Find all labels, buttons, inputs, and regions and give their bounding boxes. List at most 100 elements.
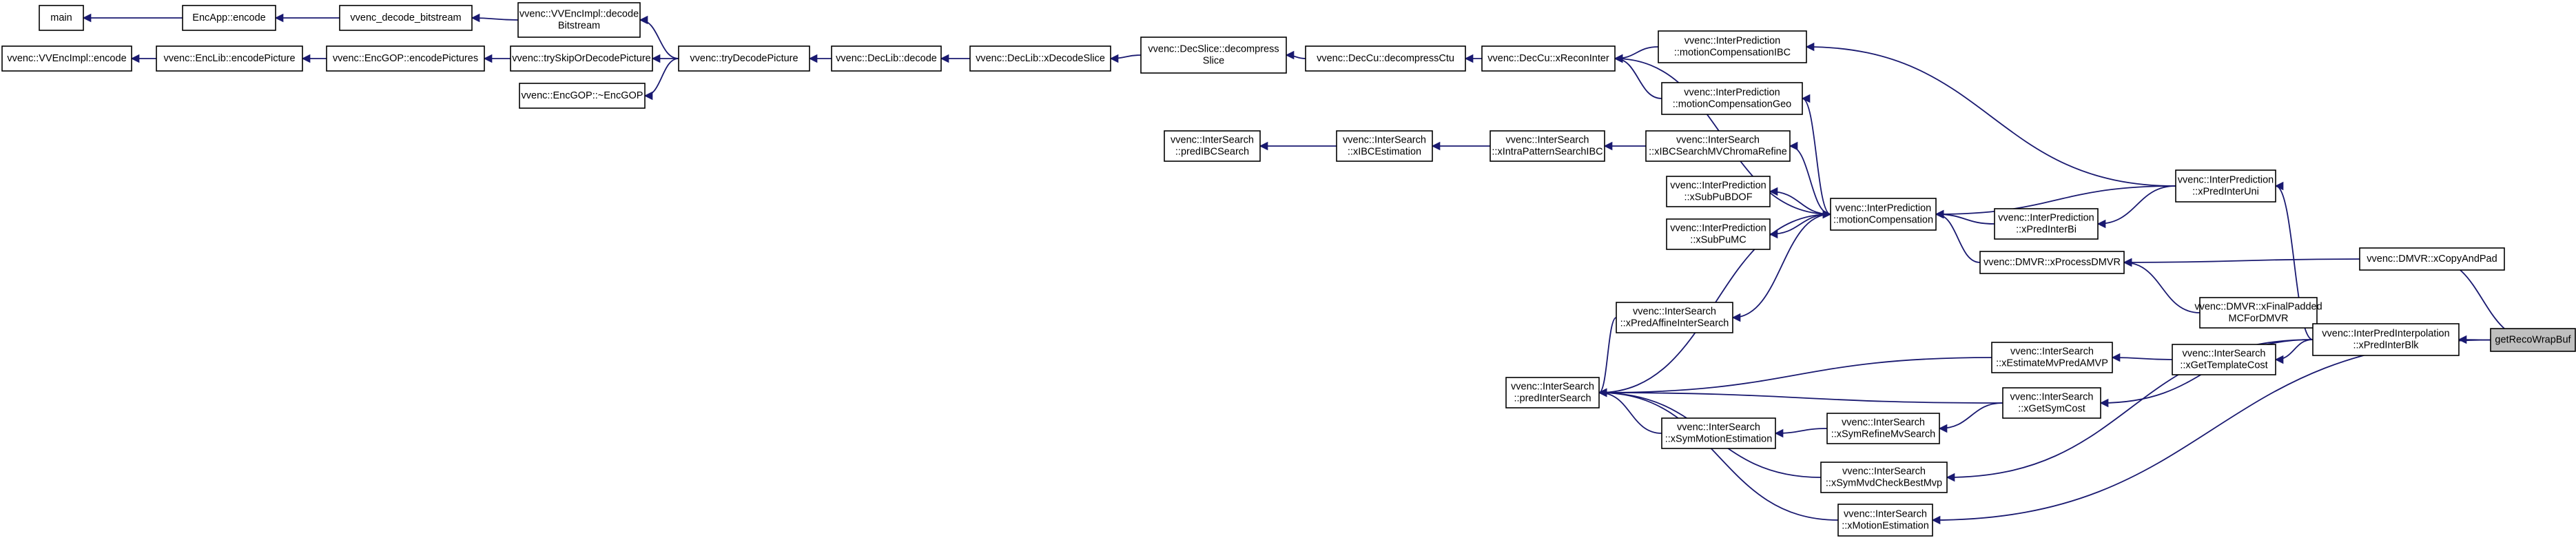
node-getrecowrapbuf[interactable]: getRecoWrapBuf [2490, 328, 2576, 352]
node-label: vvenc::InterPrediction [1835, 203, 1931, 214]
node-encgop_encodepictures[interactable]: vvenc::EncGOP::encodePictures [326, 45, 485, 72]
node-ip_xpredinteruni[interactable]: vvenc::InterPrediction::xPredInterUni [2175, 169, 2276, 203]
node-is_predibcsearch[interactable]: vvenc::InterSearch::predIBCSearch [1164, 130, 1261, 162]
node-is_xmotionestimation[interactable]: vvenc::InterSearch::xMotionEstimation [1837, 504, 1933, 537]
node-box [1837, 504, 1933, 537]
node-box [2199, 297, 2318, 329]
node-ipi_xpredinterblk[interactable]: vvenc::InterPredInterpolation::xPredInte… [2312, 323, 2460, 356]
node-declib_decode[interactable]: vvenc::DecLib::decode [831, 45, 942, 72]
node-is_xsymrefinemvsearch[interactable]: vvenc::InterSearch::xSymRefineMvSearch [1826, 413, 1940, 444]
edge-layer [82, 13, 2533, 525]
node-enclib_encodepicture[interactable]: vvenc::EncLib::encodePicture [156, 45, 303, 72]
node-is_xgettemplatecost[interactable]: vvenc::InterSearch::xGetTemplateCost [2172, 344, 2276, 375]
node-decode_bitstream[interactable]: vvenc_decode_bitstream [339, 5, 473, 31]
node-box [1991, 342, 2113, 373]
node-label: vvenc::DecCu::decompressCtu [1317, 53, 1454, 64]
node-label: vvenc::InterSearch [2010, 346, 2094, 357]
node-label: ::xSymRefineMvSearch [1831, 428, 1936, 439]
node-box [1616, 302, 1733, 333]
node-box [510, 45, 653, 72]
node-ip_mc[interactable]: vvenc::InterPrediction::motionCompensati… [1830, 198, 1937, 231]
edge-is_xgetsymcost-to-is_xsymrefinemvsearch [1938, 402, 2003, 433]
node-label: vvenc::InterSearch [1171, 134, 1254, 145]
node-ip_xsubpubdof[interactable]: vvenc::InterPrediction::xSubPuBDOF [1666, 176, 1771, 207]
node-label: ::xMotionEstimation [1842, 520, 1929, 531]
node-label: ::xIntraPatternSearchIBC [1492, 146, 1603, 157]
node-is_xpredaffine[interactable]: vvenc::InterSearch::xPredAffineInterSear… [1616, 302, 1733, 333]
node-box [1666, 176, 1771, 207]
node-is_xestimatemvpred[interactable]: vvenc::InterSearch::xEstimateMvPredAMVP [1991, 342, 2113, 373]
node-label: ::xPredInterBlk [2353, 340, 2419, 351]
node-encgop_dtor[interactable]: vvenc::EncGOP::~EncGOP [519, 83, 646, 109]
node-box [2175, 169, 2276, 203]
node-label: vvenc::InterPrediction [1670, 223, 1766, 234]
node-label: ::xEstimateMvPredAMVP [1996, 358, 2108, 369]
node-is_xibcestimation[interactable]: vvenc::InterSearch::xIBCEstimation [1336, 130, 1433, 162]
node-ip_mcibc[interactable]: vvenc::InterPrediction::motionCompensati… [1658, 30, 1807, 63]
node-is_xgetsymcost[interactable]: vvenc::InterSearch::xGetSymCost [2002, 387, 2101, 419]
node-box [1820, 462, 1948, 493]
node-label: Bitstream [558, 20, 600, 31]
node-label: vvenc_decode_bitstream [350, 12, 461, 23]
node-label: ::xSymMvdCheckBestMvp [1826, 477, 1942, 488]
node-box [1830, 198, 1937, 231]
edge-ip_mcibc-to-deccu_xreconinter [1614, 46, 1659, 63]
node-label: ::motionCompensationIBC [1674, 47, 1791, 58]
node-label: vvenc::InterSearch [1844, 508, 1927, 519]
node-label: ::predInterSearch [1514, 393, 1591, 404]
edge-ip_mc-to-ip_mcgeo [1801, 94, 1831, 215]
node-label: ::xSubPuMC [1690, 234, 1746, 245]
node-dmvr_xcopyandpad[interactable]: vvenc::DMVR::xCopyAndPad [2359, 247, 2505, 271]
node-label: ::xGetSymCost [2018, 403, 2085, 414]
node-box [1994, 208, 2099, 240]
node-is_predintersearch[interactable]: vvenc::InterSearch::predInterSearch [1505, 377, 1600, 408]
node-box [156, 45, 303, 72]
node-label: ::predIBCSearch [1175, 146, 1249, 157]
edge-deccu_decompressctu-to-decslice_decompress [1285, 50, 1306, 60]
node-label: ::xSymMotionEstimation [1665, 433, 1773, 444]
node-label: ::xPredInterUni [2192, 186, 2259, 197]
node-box [1666, 218, 1771, 250]
node-box [1140, 37, 1287, 74]
node-ip_xpredinterbi[interactable]: vvenc::InterPrediction::xPredInterBi [1994, 208, 2099, 240]
node-is_xintrapatternsearchibc[interactable]: vvenc::InterSearch::xIntraPatternSearchI… [1490, 130, 1605, 162]
node-label: vvenc::InterSearch [1842, 417, 1925, 428]
edge-ipi_xpredinterblk-to-ip_xpredinteruni [2274, 181, 2314, 340]
edge-is_xsymrefinemvsearch-to-is_xsymmotionestimation [1774, 428, 1828, 438]
node-label: vvenc::DecSlice::decompress [1148, 43, 1279, 54]
node-trydecodepicture[interactable]: vvenc::tryDecodePicture [678, 45, 810, 72]
node-vvencimpl_encode[interactable]: vvenc::VVEncImpl::encode [1, 45, 132, 72]
node-label: MCForDMVR [2229, 313, 2289, 324]
node-label: ::motionCompensationGeo [1673, 99, 1792, 110]
node-label: vvenc::DecLib::decode [836, 53, 937, 64]
node-box [1661, 417, 1776, 449]
node-declib_xdecodeslice[interactable]: vvenc::DecLib::xDecodeSlice [969, 45, 1111, 72]
node-deccu_xreconinter[interactable]: vvenc::DecCu::xReconInter [1481, 45, 1616, 72]
node-ip_xsubpumc[interactable]: vvenc::InterPrediction::xSubPuMC [1666, 218, 1771, 250]
node-box [2490, 328, 2576, 352]
node-deccu_decompressctu[interactable]: vvenc::DecCu::decompressCtu [1305, 45, 1466, 72]
node-box [39, 5, 84, 31]
node-label: vvenc::InterSearch [1633, 306, 1716, 317]
node-tryskip[interactable]: vvenc::trySkipOrDecodePicture [510, 45, 653, 72]
node-is_xibcsearchmvchroma[interactable]: vvenc::InterSearch::xIBCSearchMVChromaRe… [1645, 130, 1791, 162]
node-label: ::xIBCSearchMVChromaRefine [1649, 146, 1787, 157]
node-is_xsymmotionestimation[interactable]: vvenc::InterSearch::xSymMotionEstimation [1661, 417, 1776, 449]
node-is_xsymmvdcheckbestmvp[interactable]: vvenc::InterSearch::xSymMvdCheckBestMvp [1820, 462, 1948, 493]
edge-is_xgetsymcost-to-is_predintersearch [1598, 388, 2003, 404]
node-encapp_encode[interactable]: EncApp::encode [182, 5, 276, 31]
node-label: ::xGetTemplateCost [2180, 360, 2267, 371]
node-box [969, 45, 1111, 72]
node-box [2359, 247, 2505, 271]
node-ip_mcgeo[interactable]: vvenc::InterPrediction::motionCompensati… [1661, 82, 1803, 115]
edge-is_xpredaffine-to-is_predintersearch [1598, 317, 1617, 397]
edge-is_xsymmotionestimation-to-is_predintersearch [1598, 388, 1662, 434]
node-main[interactable]: main [39, 5, 84, 31]
node-dmvr_xprocessdmvr[interactable]: vvenc::DMVR::xProcessDMVR [1979, 251, 2125, 274]
node-label: vvenc::DecCu::xReconInter [1487, 53, 1609, 64]
node-label: vvenc::tryDecodePicture [690, 53, 798, 64]
